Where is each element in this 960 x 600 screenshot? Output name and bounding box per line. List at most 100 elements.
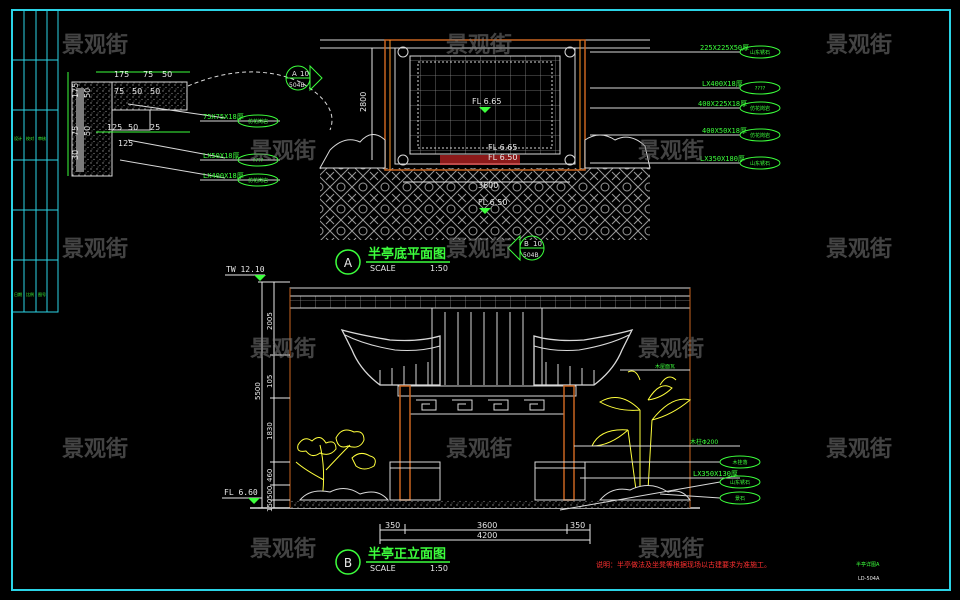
- watermark: 景观街: [62, 32, 128, 58]
- callout-tag: 仿花岗岩: [750, 132, 770, 139]
- watermark: 景观街: [446, 32, 512, 58]
- dim-label: 4200: [477, 531, 497, 540]
- callout-tag: 山东锈石: [750, 49, 770, 56]
- watermark: 景观街: [62, 236, 128, 262]
- watermark: 景观街: [250, 536, 316, 562]
- watermark: 景观街: [638, 138, 704, 164]
- tb-label: 图号: [38, 291, 46, 297]
- dim-label: 105: [266, 375, 274, 388]
- callout-spec: 225X225X50厚: [700, 44, 749, 52]
- callout-spec: LX350X130厚: [693, 470, 738, 478]
- title-circle-letter: B: [344, 556, 352, 570]
- level-label: TW 12.10: [226, 265, 265, 274]
- dim-label: 500: [266, 486, 274, 499]
- elevation-callouts: 木屋面瓦 木柱Φ200 木挂落 LX350X130厚 山东锈石 景石: [559, 363, 761, 511]
- marker-letter: A: [292, 70, 297, 78]
- dim-label: 350: [385, 521, 400, 530]
- dim-label: 75: [143, 70, 153, 79]
- marker-ref: 504B: [289, 82, 305, 89]
- callout-tag: 木挂落: [732, 459, 747, 466]
- callout-spec: LX400X18厚: [203, 172, 244, 180]
- detail-leader-curve: [187, 71, 333, 131]
- dim-label: 175: [71, 83, 80, 98]
- tb-label: 校对: [26, 135, 34, 141]
- wall-detail: [67, 71, 190, 177]
- tb-label: 设计: [14, 135, 22, 141]
- scale-value: 1:50: [430, 264, 448, 273]
- detail-dims: 175 75 50 75 50 50 125 50 25 125: [107, 70, 172, 148]
- watermarks: 景观街 景观街 景观街 景观街 景观街 景观街 景观街 景观街 景观街 景观街 …: [62, 32, 892, 562]
- callout-tag: 仿花岗岩: [750, 105, 770, 112]
- callout-tag: 仿花岗岩: [248, 177, 268, 184]
- dim-label: 50: [83, 126, 92, 136]
- watermark: 景观街: [250, 138, 316, 164]
- dim-label: 50: [132, 87, 142, 96]
- sheet-number: LD-504A: [858, 576, 880, 582]
- watermark: 景观街: [826, 436, 892, 462]
- tb-label: 比例: [26, 291, 34, 297]
- detail-callouts: 75X75X18厚 LX50X18厚 LX400X18厚 仿花岗岩 ???? 仿…: [119, 103, 280, 187]
- dim-label: 25: [150, 123, 160, 132]
- callout-spec: 75X75X18厚: [203, 113, 244, 121]
- callout-tag: 景石: [735, 495, 745, 502]
- watermark: 景观街: [638, 336, 704, 362]
- dim-label: 150: [266, 499, 274, 512]
- elevation-horizontal-dims: 350 3600 350 4200: [379, 521, 591, 544]
- plan-title: A 半亭底平面图 SCALE 1:50: [335, 246, 450, 275]
- dim-label: 75: [71, 126, 80, 136]
- marker-num: 10: [300, 70, 309, 78]
- watermark: 景观街: [826, 236, 892, 262]
- elevation-view: [250, 287, 700, 509]
- marker-letter: B: [524, 240, 529, 248]
- dim-label: 125: [107, 123, 122, 132]
- callout-tag: ????: [755, 86, 766, 92]
- watermark: 景观街: [250, 336, 316, 362]
- dim-label: 3600: [478, 181, 498, 190]
- dim-label: 350: [570, 521, 585, 530]
- callout-tag: 山东锈石: [730, 479, 750, 486]
- scale-label: SCALE: [370, 264, 396, 273]
- section-marker-a: A 10 504B: [285, 64, 323, 92]
- callout-spec: LX400X18厚: [702, 80, 743, 88]
- level-label: FL 6.50: [488, 153, 517, 162]
- dim-label: 75: [114, 87, 124, 96]
- callout-tag: ????: [253, 158, 264, 164]
- dim-label: 175: [114, 70, 129, 79]
- callout-spec: LX350X180厚: [700, 155, 745, 163]
- watermark: 景观街: [638, 536, 704, 562]
- drawing-note: 说明：半亭做法及坐凳等根据现场以古建要求为准施工。: [596, 560, 771, 569]
- dim-label: 30: [71, 150, 80, 160]
- level-label: FL 6.60: [224, 488, 258, 497]
- level-label: FL 6.65: [488, 143, 517, 152]
- dim-label: 50: [150, 87, 160, 96]
- dim-label: 2005: [266, 312, 274, 330]
- marker-num: 10: [533, 240, 542, 248]
- scale-label: SCALE: [370, 564, 396, 573]
- callout-tag: 仿花岗岩: [248, 118, 268, 125]
- dim-label: 5500: [254, 382, 262, 400]
- dim-label: 50: [162, 70, 172, 79]
- dim-label: 1830: [266, 422, 274, 440]
- dim-label: 460: [266, 469, 274, 482]
- elevation-title: B 半亭正立面图 SCALE 1:50: [335, 546, 450, 575]
- tb-label: 日期: [14, 291, 22, 297]
- marker-ref: 504B: [523, 252, 539, 259]
- view-title: 半亭正立面图: [368, 546, 446, 562]
- level-label: FL 6.50: [478, 198, 507, 207]
- callout-spec: 400X225X18厚: [698, 100, 747, 108]
- watermark: 景观街: [446, 436, 512, 462]
- callout-tag: 山东锈石: [750, 160, 770, 167]
- plan-levels: FL 6.65 FL 6.65 FL 6.50 FL 6.50 3600 280…: [359, 92, 517, 207]
- level-label: FL 6.65: [472, 97, 501, 106]
- dim-label: 2800: [359, 92, 368, 112]
- detail-vertical-dims: 175 50 75 50 30: [71, 83, 92, 160]
- dim-label: 50: [83, 88, 92, 98]
- callout-spec: LX50X18厚: [203, 152, 240, 160]
- plan-view: [319, 39, 651, 240]
- elevation-vertical-dims: 2005 5500 105 1830 460 500 150 TW 12.10 …: [222, 265, 290, 512]
- watermark: 景观街: [446, 236, 512, 262]
- plan-callouts: 225X225X50厚 LX400X18厚 400X225X18厚 400X50…: [590, 44, 781, 170]
- titleblock-text: 设计 校对 审核 日期 比例 图号: [14, 135, 46, 297]
- left-titleblock: [11, 9, 59, 313]
